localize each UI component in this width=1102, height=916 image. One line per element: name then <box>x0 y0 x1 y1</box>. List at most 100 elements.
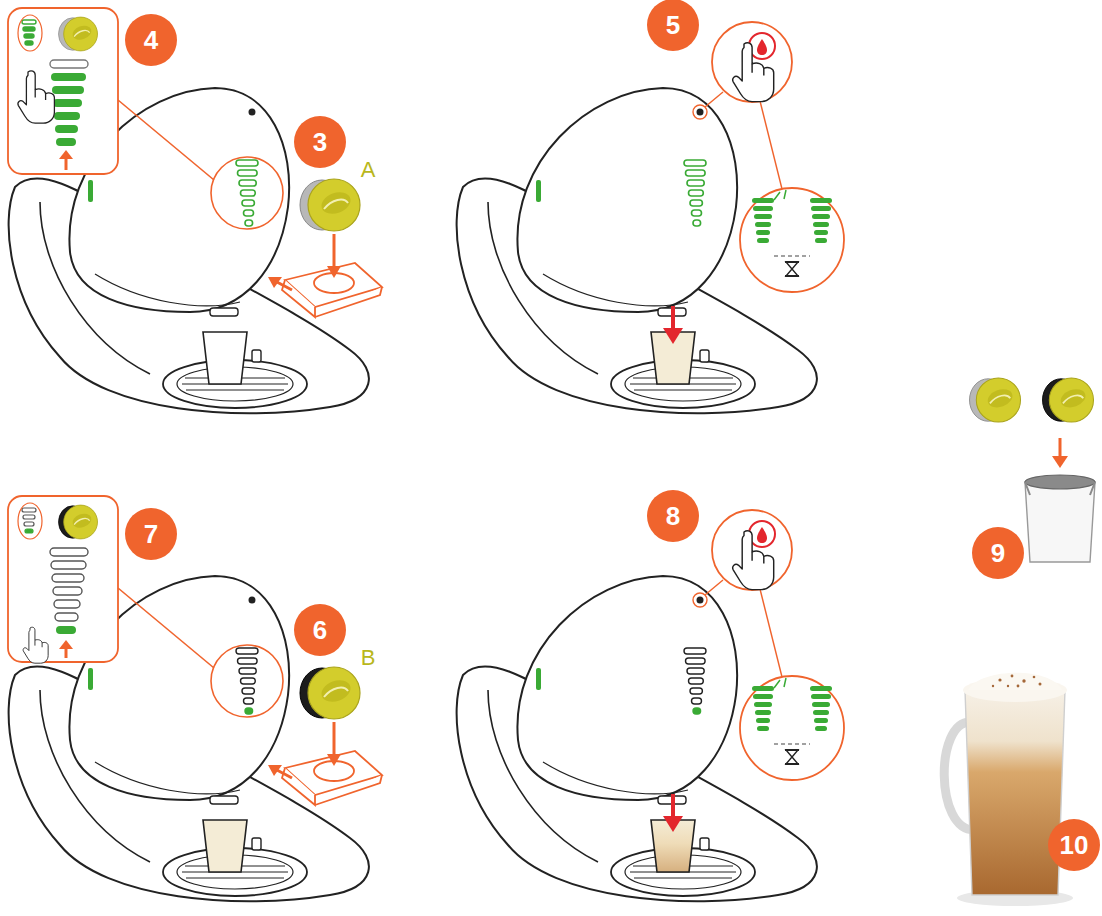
button-detail <box>693 510 844 780</box>
callout-number: 7 <box>125 508 177 560</box>
detail-inset <box>59 505 98 539</box>
detail-inset <box>18 503 42 539</box>
detail-inset <box>22 508 36 533</box>
callout-number: 3 <box>294 116 346 168</box>
detail-inset <box>23 627 48 663</box>
cappuccino-glass <box>1039 683 1042 686</box>
callout-number: 5 <box>647 0 699 51</box>
flow-arrow <box>671 794 675 818</box>
detail-inset <box>50 548 88 621</box>
cappuccino-glass <box>992 685 994 687</box>
instruction-illustration <box>300 667 360 719</box>
button-detail <box>752 678 832 764</box>
button-detail <box>712 510 792 590</box>
detail-inset <box>22 20 36 24</box>
cappuccino-glass <box>1022 679 1025 682</box>
capsule-letter: B <box>361 646 376 670</box>
detail-inset <box>8 8 118 174</box>
insert-arrow <box>333 234 336 268</box>
detail-inset <box>118 100 214 180</box>
detail-inset <box>23 515 35 519</box>
detail-inset <box>55 125 78 133</box>
button-detail <box>760 589 782 677</box>
detail-inset <box>51 73 86 81</box>
capsule-disposal <box>1025 482 1095 495</box>
detail-inset <box>65 158 68 170</box>
callout-number: 8 <box>647 490 699 542</box>
button-detail <box>733 531 774 590</box>
insert-arrow <box>333 722 336 756</box>
button-detail <box>693 593 707 607</box>
detail-inset <box>8 496 283 717</box>
cappuccino-glass <box>1033 676 1036 679</box>
callout-number: 6 <box>294 604 346 656</box>
cappuccino-glass <box>944 673 1073 906</box>
instruction-illustration <box>236 648 258 714</box>
callout-number: 4 <box>125 14 177 66</box>
instruction-illustration <box>282 751 382 805</box>
insert-arrow <box>268 765 282 776</box>
cup <box>203 332 247 384</box>
insert-arrow <box>327 754 341 766</box>
cup <box>203 820 247 872</box>
flow-arrow <box>663 816 683 832</box>
flow-arrow <box>663 306 683 832</box>
detail-inset <box>51 561 86 569</box>
detail-inset <box>25 529 33 533</box>
cappuccino-glass <box>1017 685 1020 688</box>
instruction-illustration <box>684 648 706 714</box>
detail-inset <box>59 640 73 649</box>
cappuccino-glass <box>1011 675 1014 678</box>
detail-inset <box>23 27 35 31</box>
capsule-disposal <box>1025 475 1095 489</box>
detail-inset <box>59 150 73 159</box>
button-detail <box>749 33 775 59</box>
callout-number: 10 <box>1048 819 1100 871</box>
detail-inset <box>118 588 214 668</box>
insert-arrow <box>268 277 282 288</box>
detail-inset <box>22 20 36 45</box>
capsule-disposal <box>970 378 1021 422</box>
button-detail <box>760 101 782 189</box>
detail-inset <box>55 613 78 621</box>
capsule-disposal <box>1025 482 1095 562</box>
callout-number: 9 <box>972 527 1024 579</box>
detail-inset <box>18 15 42 51</box>
detail-inset <box>8 496 118 662</box>
button-detail <box>740 188 844 292</box>
detail-inset <box>18 71 54 123</box>
button-detail <box>752 190 832 276</box>
button-detail <box>705 580 723 595</box>
detail-inset <box>56 626 76 634</box>
detail-inset <box>52 574 84 582</box>
detail-inset <box>50 60 88 68</box>
detail-inset <box>56 138 76 146</box>
instruction-illustration <box>684 160 706 226</box>
capsule-letter: A <box>361 158 376 182</box>
instruction-illustration <box>236 160 258 226</box>
capsule-disposal <box>1052 456 1068 468</box>
cappuccino-glass <box>998 678 1001 681</box>
cappuccino-glass <box>965 690 1065 895</box>
detail-inset <box>59 17 98 51</box>
detail-inset <box>52 86 84 94</box>
button-detail <box>733 43 774 102</box>
button-detail <box>693 22 844 292</box>
cappuccino-glass <box>968 673 1062 690</box>
button-detail <box>705 92 723 107</box>
flow-arrow <box>671 306 675 330</box>
capsule-disposal <box>1043 378 1094 422</box>
button-detail <box>740 676 844 780</box>
insert-arrow <box>327 266 341 278</box>
cappuccino-glass <box>992 675 1042 688</box>
detail-inset <box>65 648 68 658</box>
detail-inset <box>24 522 34 526</box>
detail-inset <box>25 41 33 45</box>
button-detail <box>712 22 792 102</box>
detail-inset <box>8 8 283 229</box>
button-detail <box>749 521 775 547</box>
detail-inset <box>50 548 88 556</box>
detail-inset <box>211 645 283 717</box>
detail-inset <box>24 34 34 38</box>
